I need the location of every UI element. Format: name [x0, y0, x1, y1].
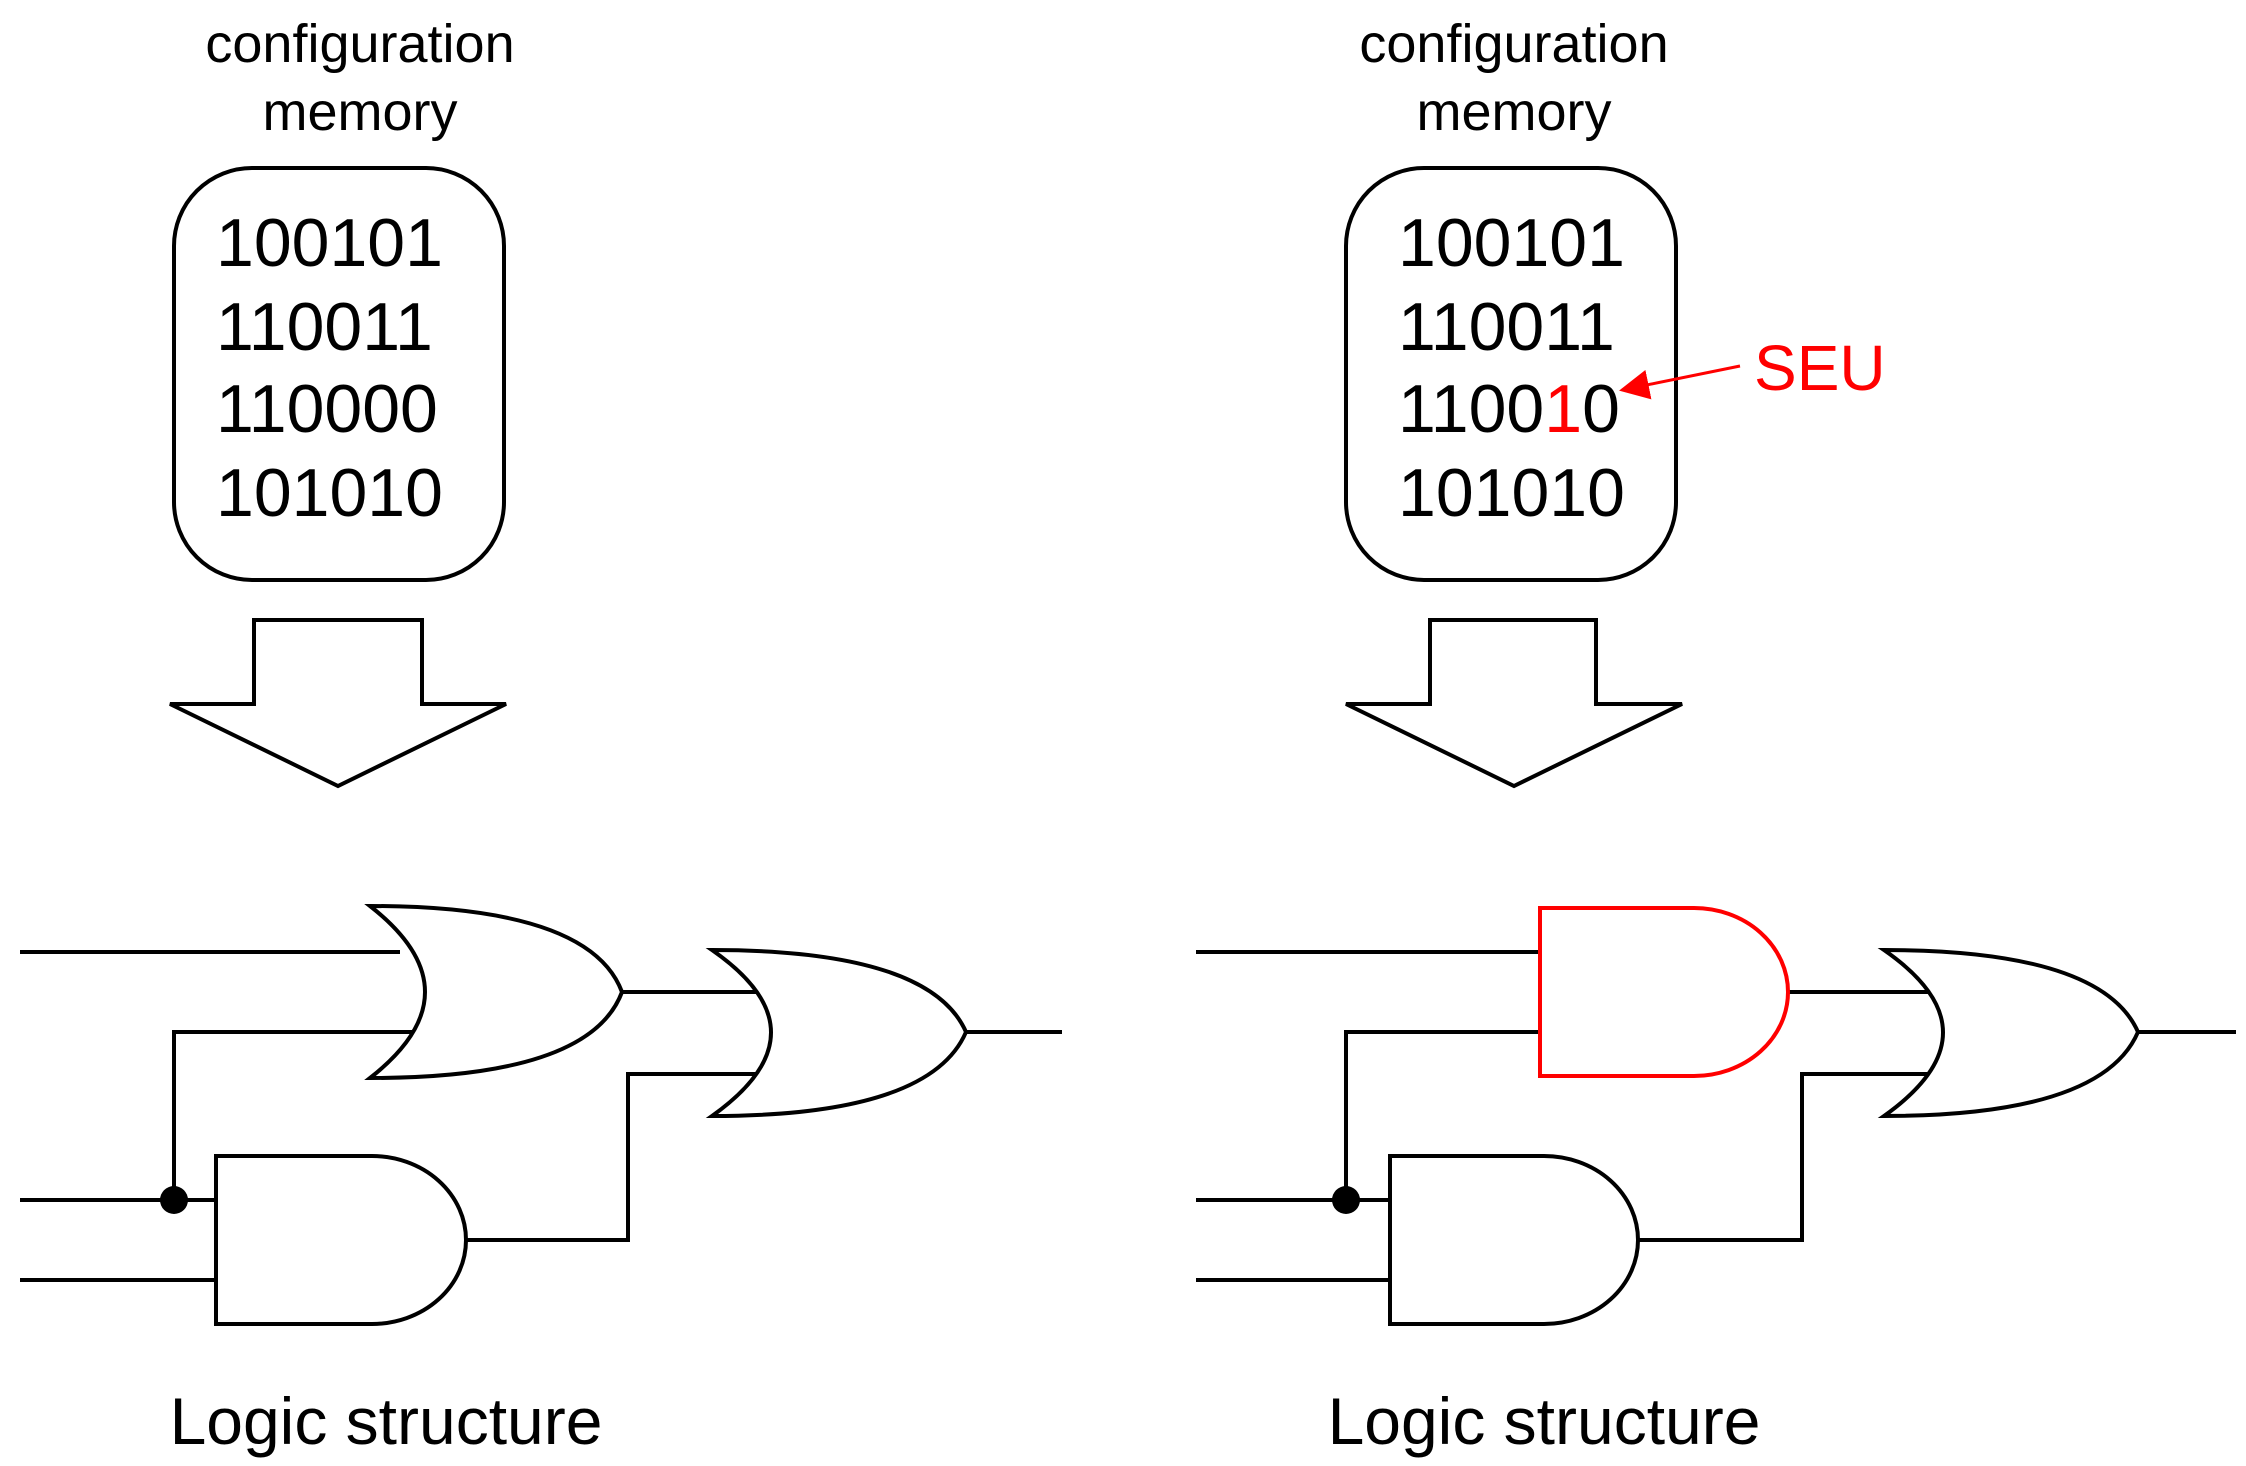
panel-caption: Logic structure — [1328, 1384, 1761, 1458]
memory-row-4: 101010 — [216, 455, 443, 531]
wire-branch-b — [1344, 1030, 1540, 1200]
panel-with-seu: configuration memory 100101 110011 11001… — [1196, 14, 2236, 1458]
memory-box — [172, 166, 506, 582]
memory-row-2: 110011 — [216, 289, 433, 365]
flipped-bit: 1 — [1544, 371, 1582, 447]
and-gate-icon — [214, 1154, 468, 1326]
panel-caption: Logic structure — [170, 1384, 603, 1458]
memory-row-4: 101010 — [1398, 455, 1625, 531]
memory-heading-line-1: configuration — [205, 14, 514, 74]
memory-heading-line-2: memory — [262, 82, 457, 142]
junction-dot — [1332, 1186, 1360, 1214]
panel-original: configuration memory 100101 110011 11000… — [20, 14, 1062, 1458]
seu-arrow-icon — [1619, 364, 1741, 400]
memory-row-3: 110010 — [1398, 371, 1620, 447]
memory-row-1: 100101 — [1398, 205, 1625, 281]
or-gate-output-icon — [705, 947, 969, 1119]
wire-branch-b — [172, 1030, 440, 1200]
and-gate-icon — [1388, 1154, 1640, 1326]
seu-label: SEU — [1754, 332, 1886, 404]
memory-heading-line-2: memory — [1416, 82, 1611, 142]
or-gate-output-icon — [1877, 947, 2141, 1119]
memory-row-2: 110011 — [1398, 289, 1615, 365]
wire-and-to-gate3 — [466, 1072, 788, 1242]
memory-row-3: 110000 — [216, 371, 438, 447]
or-gate-icon — [364, 903, 625, 1081]
memory-row-1: 100101 — [216, 205, 443, 281]
memory-box — [1344, 166, 1678, 582]
junction-dot — [160, 1186, 188, 1214]
wire-and-to-gate3 — [1638, 1072, 1962, 1242]
memory-heading-line-1: configuration — [1359, 14, 1668, 74]
faulty-and-gate-icon — [1538, 906, 1790, 1078]
down-arrow-icon — [169, 618, 507, 789]
down-arrow-icon — [1345, 618, 1683, 789]
